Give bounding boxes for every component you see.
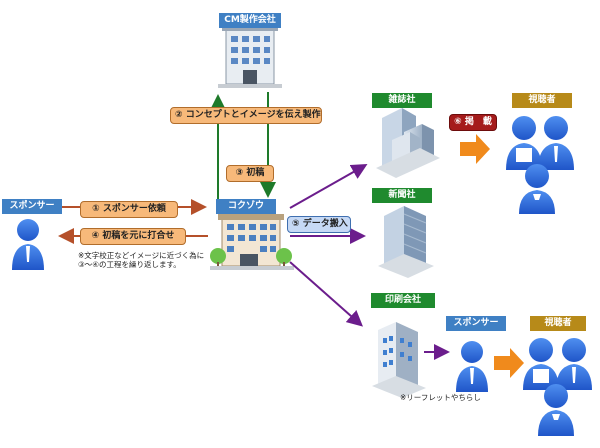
repeat-note-line2: ③～④の工程を繰り返します。 (78, 260, 181, 270)
step5-label: ⑤ データ搬入 (287, 216, 351, 233)
arrow-kokuzou-to-magazine (289, 164, 368, 209)
kokuzou-building-icon (210, 214, 294, 270)
repeat-note-line1: ※文字校正などイメージに近づく為に (78, 251, 205, 260)
viewers-group-icon (506, 116, 574, 214)
magazine-building-icon (376, 108, 440, 178)
step3-label: ③ 初稿 (226, 165, 274, 182)
sponsor-person-icon (12, 219, 44, 270)
sponsor-right-label: スポンサー (446, 316, 506, 331)
step6-label: ⑥ 掲 載 (449, 114, 497, 131)
step2-label: ② コンセプトとイメージを伝え製作 (170, 107, 322, 124)
cm-company-label: CM製作会社 (219, 13, 281, 28)
viewers-group-icon (523, 338, 592, 436)
sponsor-person-icon (456, 341, 488, 392)
leaflet-note: ※リーフレットやちらし (400, 393, 481, 402)
kokuzou-label: コクゾウ (216, 199, 276, 214)
repeat-note: ※文字校正などイメージに近づく為に ③～④の工程を繰り返します。 (78, 251, 204, 270)
viewers-top-label: 視聴者 (512, 93, 572, 108)
viewers-bottom-label: 視聴者 (530, 316, 586, 331)
step4-label: ④ 初稿を元に打合せ (80, 228, 186, 245)
arrow-publish-to-viewers (460, 134, 490, 164)
newspaper-building-icon (378, 206, 434, 278)
printing-label: 印刷会社 (371, 293, 435, 308)
arrow-sponsor-to-viewers (494, 348, 524, 378)
sponsor-left-label: スポンサー (2, 199, 62, 214)
newspaper-label: 新聞社 (372, 188, 432, 203)
step1-label: ① スポンサー依頼 (80, 201, 178, 218)
arrow-kokuzou-to-printing (289, 261, 363, 327)
printing-building-icon (372, 322, 426, 398)
magazine-label: 雑誌社 (372, 93, 432, 108)
cm-company-building-icon (218, 26, 282, 88)
